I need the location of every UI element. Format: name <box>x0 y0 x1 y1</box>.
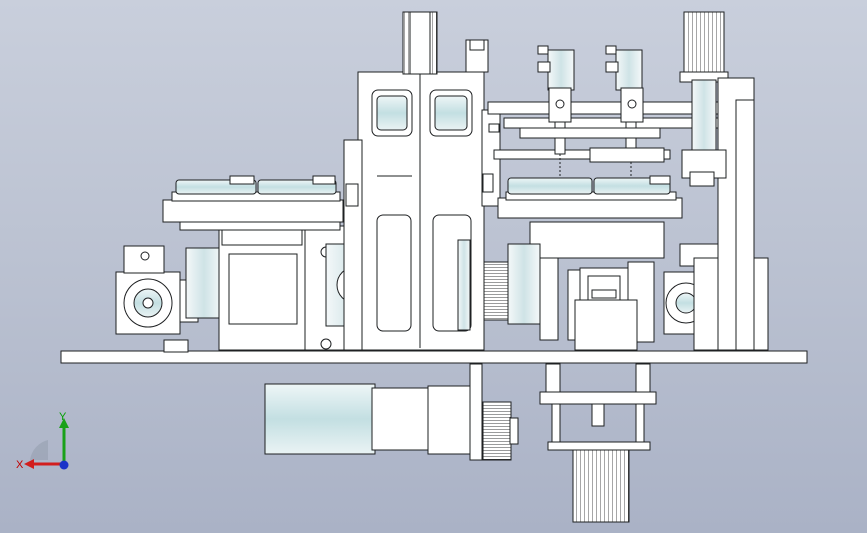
base-plate <box>60 350 808 364</box>
right-turntable-fixture <box>507 177 593 195</box>
right-turntable-plate <box>497 197 683 219</box>
lower-linear-slide <box>572 449 630 523</box>
pneumatic-cylinder-2 <box>615 49 643 91</box>
coordinate-triad: Y X <box>16 411 69 471</box>
left-coupling <box>185 247 223 319</box>
timing-pulley-lower <box>482 401 512 461</box>
z-axis-dot <box>59 460 69 470</box>
pneumatic-cylinder-1 <box>547 49 575 91</box>
left-turntable-plate <box>162 199 344 223</box>
x-axis-label: X <box>16 459 24 471</box>
right-vertical-column <box>683 11 725 77</box>
right-drive-housing <box>529 221 665 259</box>
lower-motor-body <box>264 383 376 455</box>
y-axis-label: Y <box>59 411 67 423</box>
timing-pulley-upper <box>483 261 509 321</box>
lower-lift-frame <box>539 391 657 405</box>
center-frame-window-left <box>376 214 412 332</box>
